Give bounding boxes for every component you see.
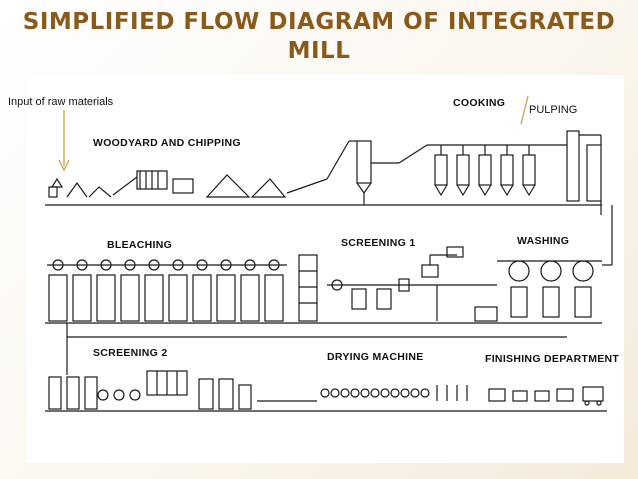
label-bleaching: BLEACHING: [107, 239, 173, 251]
row-woodyard-cooking: [45, 130, 602, 215]
digesters: [434, 145, 536, 197]
input-raw-materials-label: Input of raw materials: [6, 96, 116, 108]
label-washing: WASHING: [517, 235, 570, 247]
pulping-label: PULPING: [529, 104, 578, 116]
title-line-1: SIMPLIFIED FLOW DIAGRAM OF INTEGRATED: [22, 9, 616, 35]
label-finishing: FINISHING DEPARTMENT: [485, 353, 620, 365]
slide-title: SIMPLIFIED FLOW DIAGRAM OF INTEGRATED MI…: [0, 8, 638, 66]
label-screening-2: SCREENING 2: [93, 347, 168, 359]
title-line-2: MILL: [287, 38, 351, 64]
label-screening-1: SCREENING 1: [341, 237, 416, 249]
drying-rolls: [320, 385, 468, 401]
label-woodyard: WOODYARD AND CHIPPING: [93, 137, 241, 149]
row-bleaching-washing: [45, 246, 602, 324]
label-drying-machine: DRYING MACHINE: [327, 351, 424, 363]
flow-diagram: COOKING WOODYARD AND CHIPPING BLEACHING …: [27, 75, 624, 463]
diagram-drawing: [45, 130, 613, 412]
washing-drums: [497, 260, 602, 318]
row-screening-drying-finishing: [45, 370, 607, 412]
input-arrow-icon: [58, 110, 70, 172]
label-cooking: COOKING: [453, 97, 506, 109]
bleaching-towers: [47, 259, 287, 322]
pulping-pointer-icon: [520, 95, 529, 125]
